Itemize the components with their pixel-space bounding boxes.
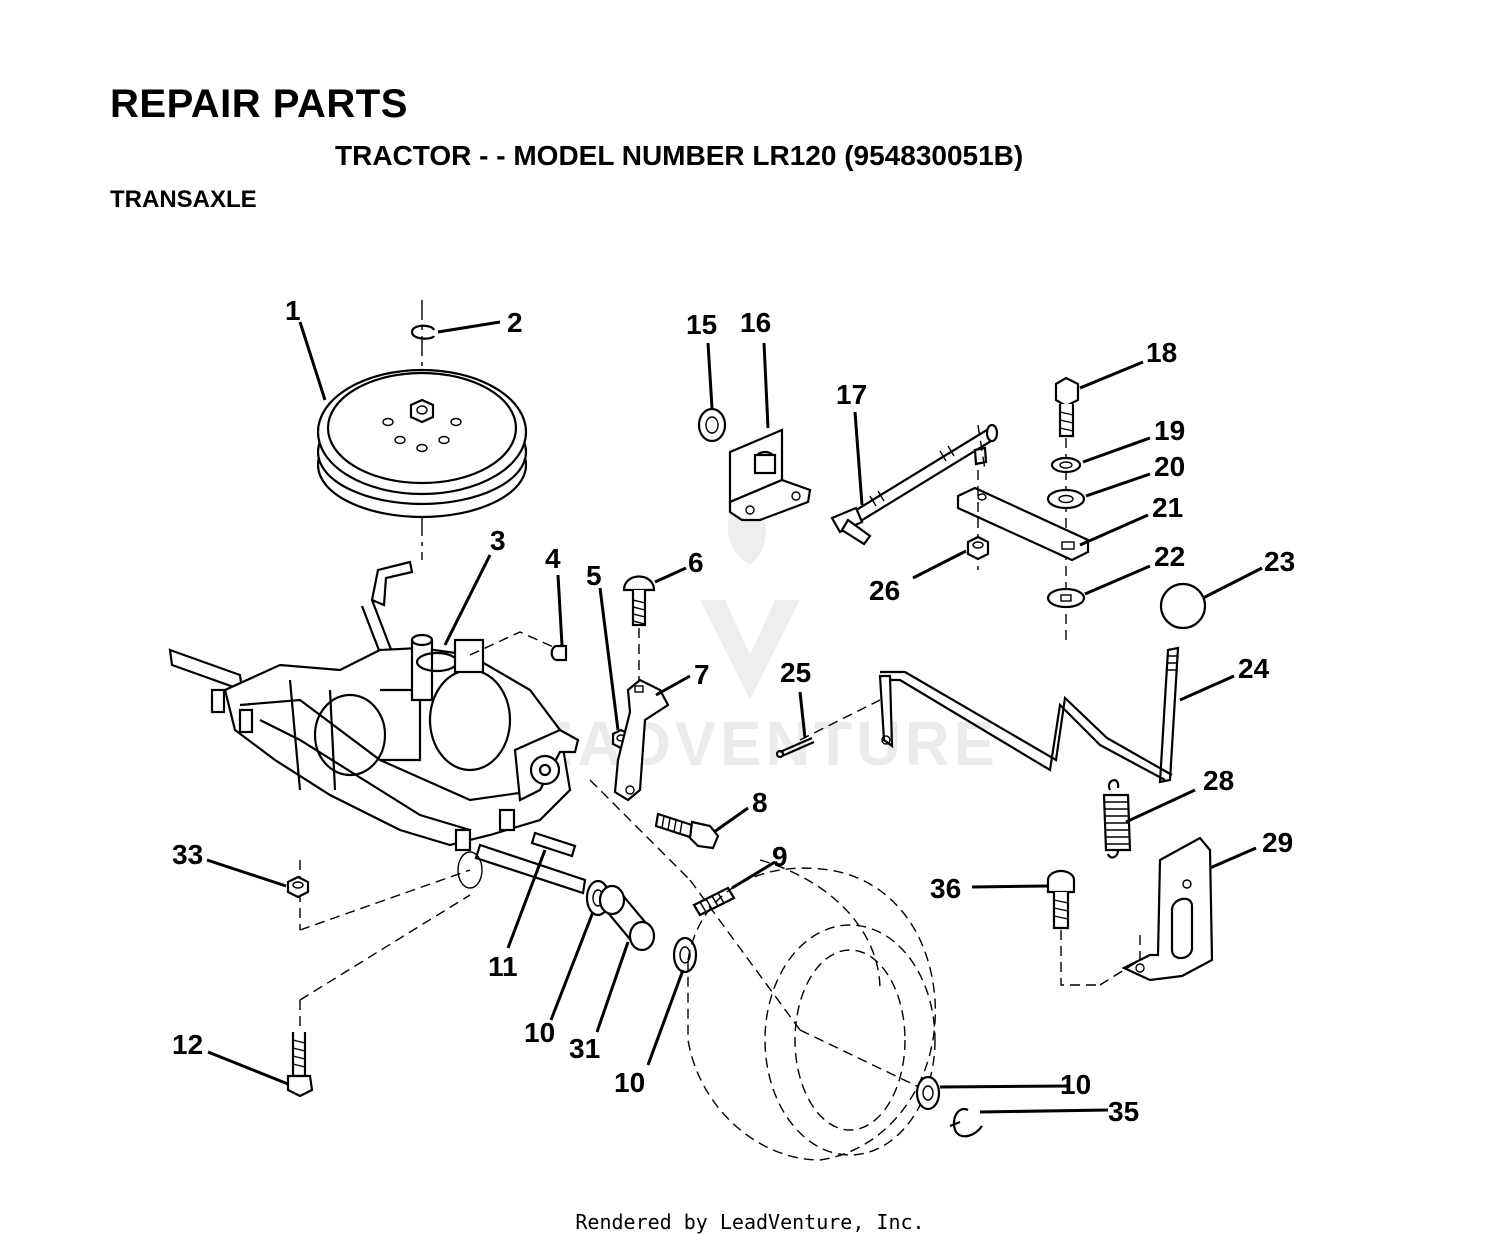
part-7-bracket (613, 678, 670, 802)
callout-35: 35 (1108, 1096, 1139, 1127)
callout-10-a: 10 (524, 1017, 555, 1048)
part-31-spacer (598, 884, 656, 952)
part-4-key (550, 644, 568, 662)
footer-credit: Rendered by LeadVenture, Inc. (575, 1210, 925, 1234)
callout-5: 5 (586, 560, 602, 591)
callout-8: 8 (752, 787, 768, 818)
part-20-flat-washer (1046, 488, 1086, 510)
part-11-key (530, 831, 577, 858)
rear-wheel-tire (687, 859, 937, 1161)
part-29-spring-bracket (1121, 836, 1214, 982)
leader-lines (206, 320, 1263, 1114)
part-26-nut (966, 535, 990, 561)
part-1-pulley (316, 300, 528, 560)
part-10-washer-c (915, 1075, 941, 1111)
callout-9: 9 (772, 841, 788, 872)
model-subtitle: TRACTOR - - MODEL NUMBER LR120 (95483005… (335, 140, 1024, 171)
part-25-cotter-pin (775, 736, 815, 759)
callout-21: 21 (1152, 492, 1183, 523)
callout-28: 28 (1203, 765, 1234, 796)
transaxle-assembly (168, 560, 691, 1075)
page-title: REPAIR PARTS (110, 82, 408, 126)
callout-29: 29 (1262, 827, 1293, 858)
part-21-shift-plate (956, 424, 1090, 570)
callout-18: 18 (1146, 337, 1177, 368)
callout-10-c: 10 (1060, 1069, 1091, 1100)
callout-2: 2 (507, 307, 523, 338)
part-35-retaining-ring (949, 1107, 983, 1138)
part-28-extension-spring (1102, 779, 1132, 859)
callout-3: 3 (490, 525, 506, 556)
part-12-bolt (286, 1032, 314, 1098)
part-17-shift-rod (830, 423, 999, 546)
callout-36: 36 (930, 873, 961, 904)
callout-19: 19 (1154, 415, 1185, 446)
part-24-shift-lever (799, 646, 1180, 784)
callout-16: 16 (740, 307, 771, 338)
part-2-retaining-clip (410, 324, 436, 340)
part-15-washer (697, 407, 727, 443)
part-6-carriage-bolt (622, 575, 656, 680)
part-22-washer (1046, 587, 1086, 609)
callout-31: 31 (569, 1033, 600, 1064)
callout-4: 4 (545, 543, 561, 574)
callout-11: 11 (488, 951, 518, 982)
callout-22: 22 (1154, 541, 1185, 572)
part-9-spring-pin (692, 886, 736, 917)
callout-6: 6 (688, 547, 704, 578)
callout-labels: 1 2 3 4 5 6 7 8 9 10 10 10 11 12 15 16 1… (172, 295, 1295, 1127)
part-16-mounting-bracket (728, 428, 812, 522)
callout-20: 20 (1154, 451, 1185, 482)
callout-10-b: 10 (614, 1067, 645, 1098)
callout-12: 12 (172, 1029, 203, 1060)
callout-23: 23 (1264, 546, 1295, 577)
callout-1: 1 (285, 295, 301, 326)
callout-26: 26 (869, 575, 900, 606)
part-36-screw (1046, 869, 1141, 986)
part-8-bolt (654, 812, 720, 850)
callout-15: 15 (686, 309, 717, 340)
part-19-lock-washer (1050, 456, 1082, 474)
callout-24: 24 (1238, 653, 1270, 684)
callout-25: 25 (780, 657, 811, 688)
callout-33: 33 (172, 839, 203, 870)
part-23-shift-knob (1159, 582, 1207, 630)
callout-17: 17 (836, 379, 867, 410)
section-title: TRANSAXLE (110, 186, 257, 213)
part-33-nut (286, 875, 310, 899)
part-10-washer-b (672, 936, 698, 974)
callout-7: 7 (694, 659, 710, 690)
